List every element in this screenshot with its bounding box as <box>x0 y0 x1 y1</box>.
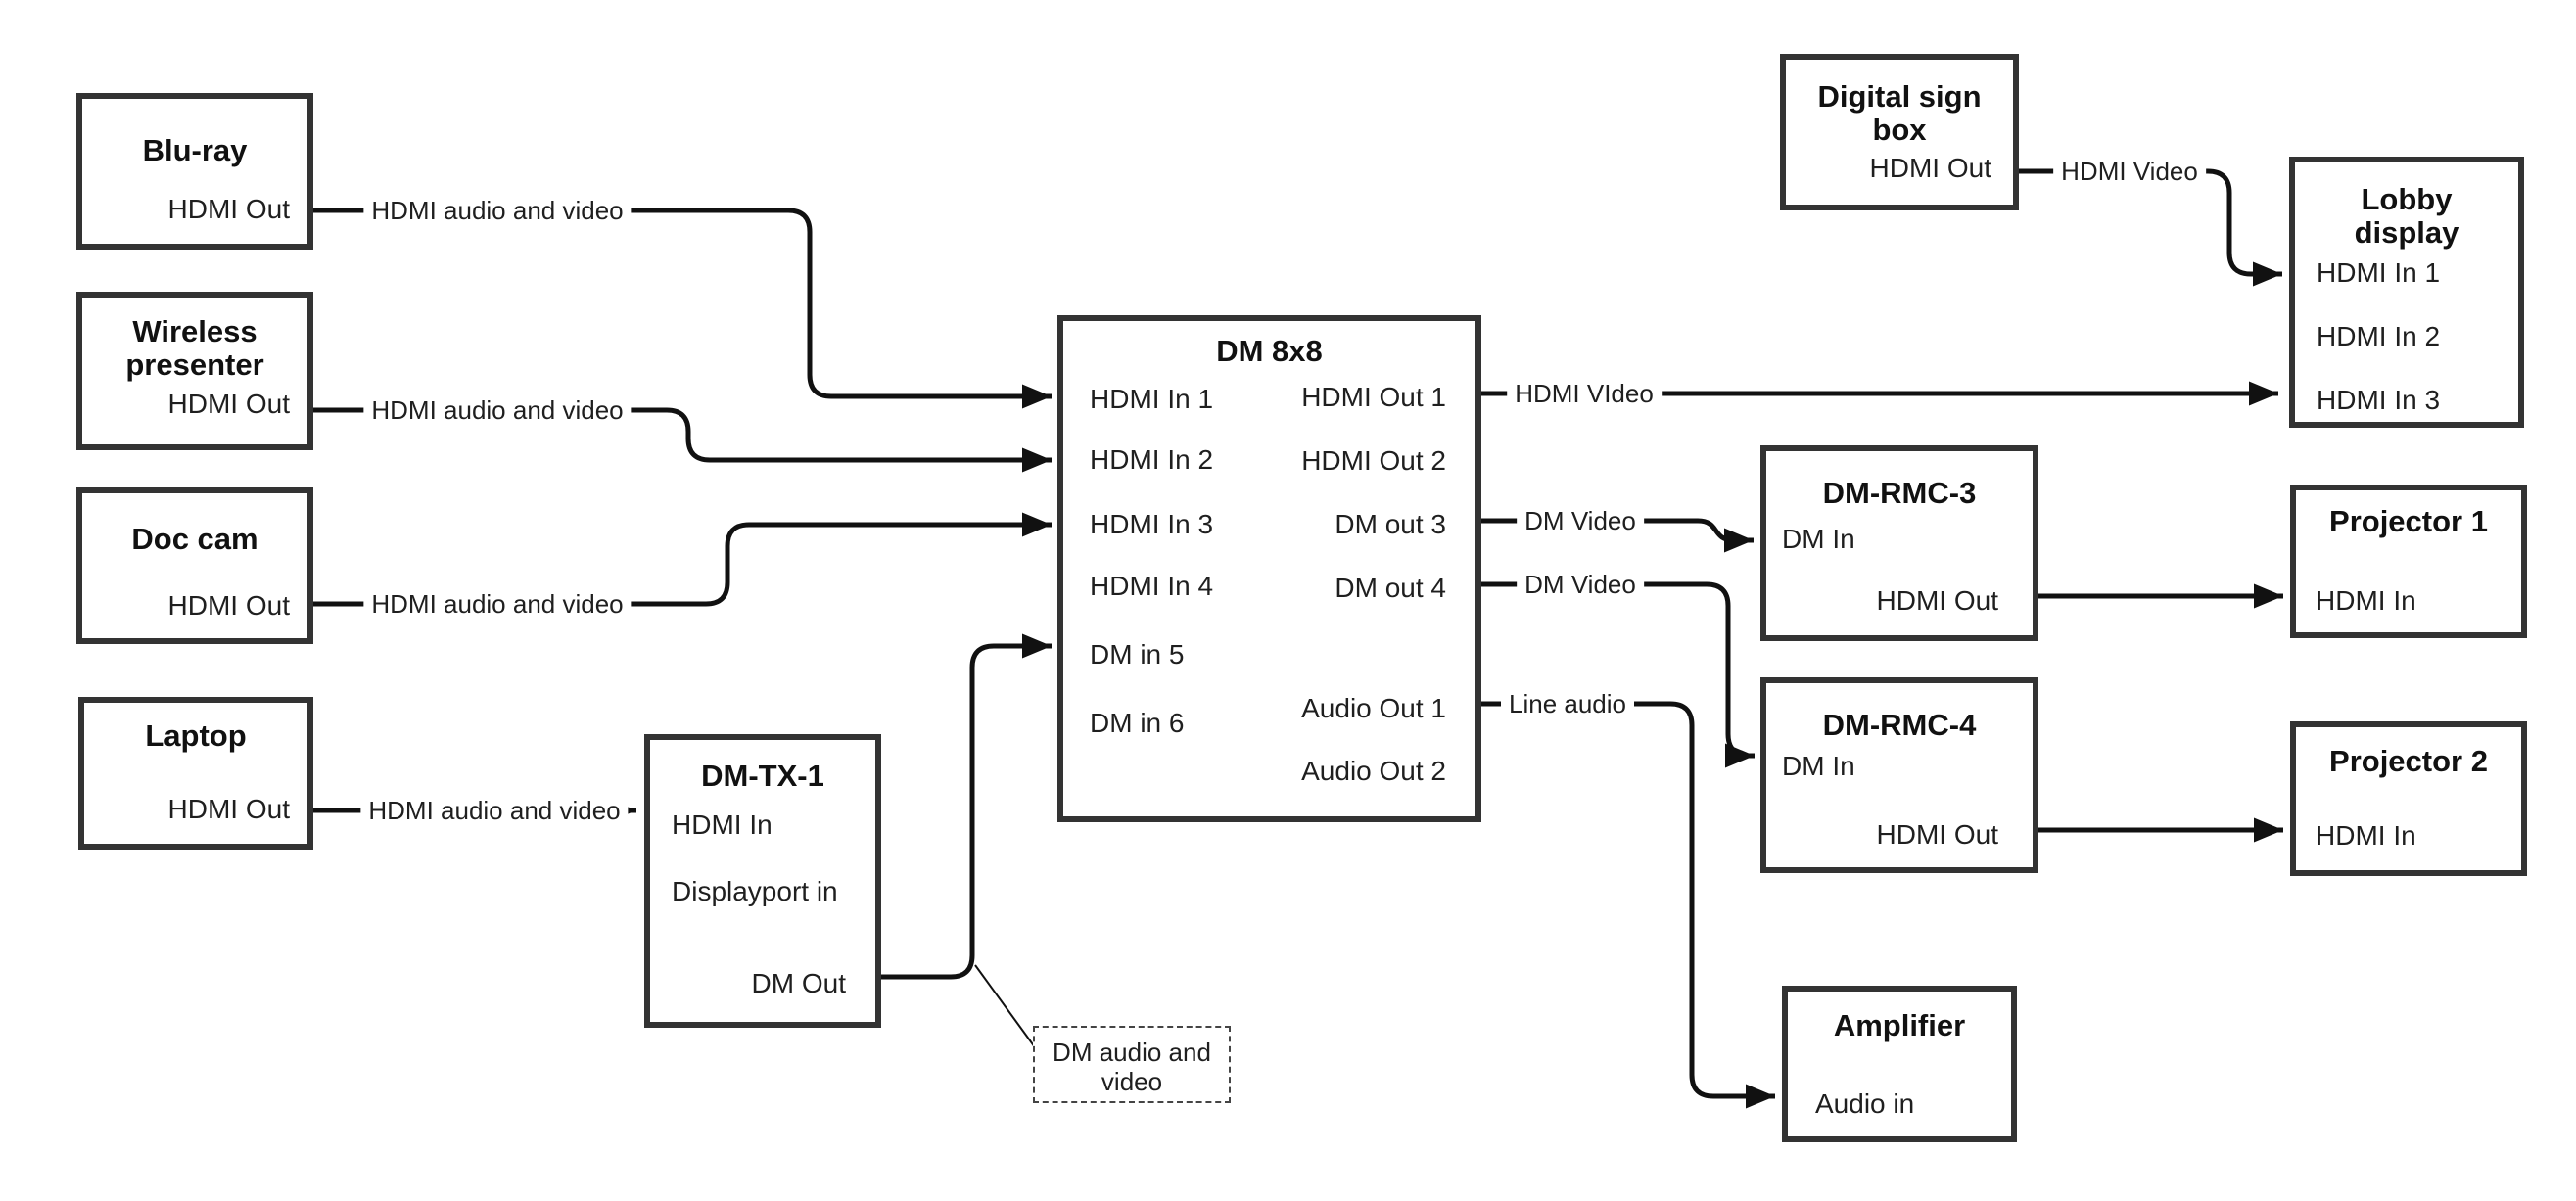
port-wireless-hdmi-out: HDMI Out <box>167 389 290 419</box>
port-rmc4-dm-in: DM In <box>1782 751 1855 781</box>
port-lobby-hdmi-in-1: HDMI In 1 <box>2317 257 2441 288</box>
node-rmc3-title: DM-RMC-3 <box>1822 476 1977 510</box>
node-dm8x8-title: DM 8x8 <box>1216 334 1323 368</box>
port-lobby-hdmi-in-2: HDMI In 2 <box>2317 321 2441 351</box>
node-digital-sign-box: Digital sign box HDMI Out <box>1780 54 2019 210</box>
port-laptop-hdmi-out: HDMI Out <box>167 794 290 824</box>
port-doccam-hdmi-out: HDMI Out <box>167 590 290 621</box>
port-rmc4-hdmi-out: HDMI Out <box>1876 819 1998 850</box>
port-rmc3-dm-in: DM In <box>1782 524 1855 554</box>
node-laptop-title: Laptop <box>145 718 247 753</box>
wire-label-dm-out-4: DM Video <box>1517 568 1644 601</box>
node-dmtx1-title: DM-TX-1 <box>701 759 824 793</box>
node-bluray: Blu-ray HDMI Out <box>76 93 313 250</box>
wire-label-laptop: HDMI audio and video <box>360 794 629 827</box>
node-proj1-title: Projector 1 <box>2329 504 2488 538</box>
port-dm8x8-audio-out-2: Audio Out 2 <box>1301 756 1446 786</box>
wire-label-hdmi-out-1: HDMI VIdeo <box>1507 377 1662 410</box>
wire-label-doccam: HDMI audio and video <box>363 587 632 621</box>
node-doc-cam: Doc cam HDMI Out <box>76 487 313 644</box>
node-digitalsign-title: Digital sign box <box>1817 79 1982 147</box>
wire-label-audio-out-1: Line audio <box>1501 687 1634 720</box>
port-dmtx1-displayport-in: Displayport in <box>672 876 838 906</box>
port-dm8x8-hdmi-in-4: HDMI In 4 <box>1090 571 1214 601</box>
wire-label-dm-out-3: DM Video <box>1517 504 1644 537</box>
node-bluray-title: Blu-ray <box>142 133 248 167</box>
wire-dm8x8-out4-to-rmc4 <box>1481 581 1755 768</box>
node-wireless-title: Wireless presenter <box>125 314 264 382</box>
port-amplifier-audio-in: Audio in <box>1815 1088 1915 1119</box>
wire-label-wireless: HDMI audio and video <box>363 393 632 427</box>
node-wireless-presenter: Wireless presenter HDMI Out <box>76 292 313 450</box>
port-dmtx1-hdmi-in: HDMI In <box>672 809 773 840</box>
wire-dmtx1-to-dm8x8-in5 <box>881 633 1052 980</box>
node-rmc4-title: DM-RMC-4 <box>1822 708 1977 742</box>
port-dmtx1-dm-out: DM Out <box>751 968 846 998</box>
port-dm8x8-audio-out-1: Audio Out 1 <box>1301 693 1446 723</box>
port-proj1-hdmi-in: HDMI In <box>2316 585 2416 616</box>
wire-label-digitalsign: HDMI Video <box>2053 155 2206 188</box>
note-leader-line <box>974 964 1036 1048</box>
node-projector-1: Projector 1 HDMI In <box>2290 485 2527 638</box>
wire-wireless-to-dm8x8-in2 <box>313 407 1052 473</box>
wire-digitalsign-to-lobby-in1 <box>2019 168 2282 287</box>
node-dm-tx-1: DM-TX-1 HDMI In Displayport in DM Out <box>644 734 881 1028</box>
wire-dm8x8-out3-to-rmc3 <box>1481 518 1754 553</box>
node-dm-8x8: DM 8x8 HDMI In 1 HDMI In 2 HDMI In 3 HDM… <box>1057 315 1481 822</box>
node-doccam-title: Doc cam <box>131 522 258 556</box>
port-lobby-hdmi-in-3: HDMI In 3 <box>2317 385 2441 415</box>
port-dm8x8-hdmi-in-3: HDMI In 3 <box>1090 509 1214 539</box>
node-laptop: Laptop HDMI Out <box>78 697 313 850</box>
port-dm8x8-hdmi-in-2: HDMI In 2 <box>1090 444 1214 475</box>
port-digitalsign-hdmi-out: HDMI Out <box>1869 153 1991 183</box>
port-dm8x8-hdmi-out-1: HDMI Out 1 <box>1301 382 1446 412</box>
port-rmc3-hdmi-out: HDMI Out <box>1876 585 1998 616</box>
wire-dm8x8-audio1-to-amplifier <box>1481 701 1775 1109</box>
note-dm-audio-and-video: DM audio and video <box>1033 1026 1231 1103</box>
wire-doccam-to-dm8x8-in3 <box>313 512 1052 607</box>
node-lobby-title: Lobby display <box>2354 182 2459 250</box>
wire-label-bluray: HDMI audio and video <box>363 194 632 227</box>
port-bluray-hdmi-out: HDMI Out <box>167 194 290 224</box>
port-dm8x8-dm-out-4: DM out 4 <box>1335 573 1446 603</box>
node-lobby-display: Lobby display HDMI In 1 HDMI In 2 HDMI I… <box>2289 157 2524 428</box>
node-dm-rmc-4: DM-RMC-4 DM In HDMI Out <box>1760 677 2038 873</box>
node-proj2-title: Projector 2 <box>2329 744 2488 778</box>
port-dm8x8-dm-out-3: DM out 3 <box>1335 509 1446 539</box>
port-proj2-hdmi-in: HDMI In <box>2316 820 2416 851</box>
node-projector-2: Projector 2 HDMI In <box>2290 721 2527 876</box>
port-dm8x8-dm-in-5: DM in 5 <box>1090 639 1185 670</box>
port-dm8x8-hdmi-in-1: HDMI In 1 <box>1090 384 1214 414</box>
node-amplifier-title: Amplifier <box>1833 1008 1966 1042</box>
node-amplifier: Amplifier Audio in <box>1782 986 2017 1142</box>
port-dm8x8-hdmi-out-2: HDMI Out 2 <box>1301 445 1446 476</box>
port-dm8x8-dm-in-6: DM in 6 <box>1090 708 1185 738</box>
wire-bluray-to-dm8x8-in1 <box>313 208 1052 409</box>
node-dm-rmc-3: DM-RMC-3 DM In HDMI Out <box>1760 445 2038 641</box>
